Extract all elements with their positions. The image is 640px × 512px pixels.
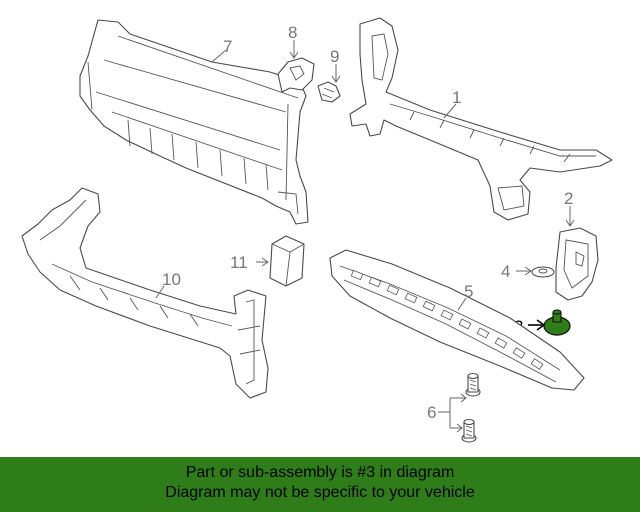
- part-6-bolts: 6: [427, 372, 481, 443]
- callout-7[interactable]: 7: [223, 37, 232, 56]
- lower-tie-bar-slots: [350, 269, 544, 370]
- part-7-radiator-frame: 7: [79, 19, 309, 225]
- callout-4[interactable]: 4: [501, 262, 510, 281]
- callout-1[interactable]: 1: [452, 88, 461, 107]
- callout-10[interactable]: 10: [162, 270, 181, 289]
- part-2-side-bracket: 2: [555, 189, 599, 301]
- info-banner: Part or sub-assembly is #3 in diagram Di…: [0, 457, 640, 512]
- callout-5[interactable]: 5: [464, 282, 473, 301]
- part-11-block: 11: [230, 235, 305, 287]
- callout-8[interactable]: 8: [288, 23, 297, 42]
- part-9-push-clip: 9: [317, 47, 341, 103]
- part-8-sensor-bracket: 8: [277, 23, 315, 93]
- bolt-upper: [465, 372, 481, 397]
- callout-2[interactable]: 2: [564, 189, 573, 208]
- callout-9[interactable]: 9: [330, 47, 339, 66]
- banner-line-2: Diagram may not be specific to your vehi…: [165, 484, 475, 501]
- part-5-lower-tie-bar: 5: [329, 249, 585, 391]
- parts-diagram: 7 8 9 1 2 4: [21, 17, 613, 443]
- callout-6[interactable]: 6: [427, 403, 436, 422]
- bolt-lower: [461, 418, 477, 443]
- part-10-air-deflector: 10: [21, 187, 269, 399]
- callout-11[interactable]: 11: [230, 253, 248, 272]
- banner-line-1: Part or sub-assembly is #3 in diagram: [185, 464, 455, 481]
- part-1-upper-tie-bar: 1: [349, 17, 613, 221]
- part-4-washer: 4: [501, 262, 555, 281]
